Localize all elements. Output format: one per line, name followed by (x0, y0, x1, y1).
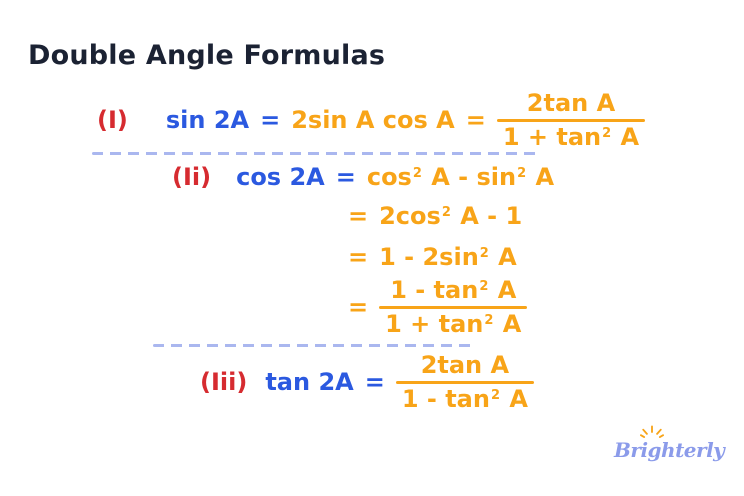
roman-label-ii: (Ii) (172, 163, 212, 191)
equals-sign: = (348, 243, 369, 271)
formula-row-sin2a: (I) sin 2A = 2sin A cos A = 2tan A 1 + t… (97, 89, 646, 151)
cos2a-tan-fraction: 1 - tan2 A 1 + tan2 A (379, 277, 528, 338)
denominator-base: 1 + tan (385, 310, 484, 339)
sin2a-tan-fraction: 2tan A 1 + tan2 A (496, 89, 646, 151)
page-title: Double Angle Formulas (28, 40, 386, 71)
fraction-denominator: 1 - tan2 A (396, 386, 534, 412)
numerator-tail: A (489, 276, 517, 304)
formula-row-cos2a: (Ii) cos 2A = cos2 A - sin2 A (172, 163, 555, 192)
fraction-bar (395, 381, 534, 385)
cos2a-identity-2: 2cos2 A - 1 (379, 202, 523, 231)
numerator-base: 1 - tan (390, 276, 479, 304)
equals-sign: = (348, 292, 369, 321)
cos2a-identity-3: 1 - 2sin2 A (379, 243, 517, 272)
expression-segment: cos (366, 163, 412, 191)
expression-segment: 1 - 2sin (379, 243, 479, 271)
expression-segment: A (489, 243, 517, 271)
equals-sign: = (348, 202, 369, 230)
sin2a-term: sin 2A (165, 105, 250, 134)
cos2a-term: cos 2A (236, 163, 325, 191)
expression-segment: A (527, 163, 555, 191)
superscript-2: 2 (484, 313, 494, 329)
fraction-denominator: 1 + tan2 A (379, 311, 527, 337)
denominator-tail: A (494, 310, 522, 339)
dashed-divider (92, 152, 537, 155)
expression-segment: 2cos (379, 202, 441, 230)
cos2a-identity-1: cos2 A - sin2 A (366, 163, 555, 192)
formula-row-cos2a-alt2: = 1 - 2sin2 A (348, 243, 517, 272)
sin2a-product-term: 2sin A cos A (291, 105, 455, 134)
superscript-2: 2 (479, 279, 489, 294)
denominator-base: 1 - tan (401, 385, 490, 414)
dashed-divider (153, 344, 472, 347)
tan2a-term: tan 2A (265, 367, 354, 396)
sun-rays-icon (640, 425, 664, 438)
brighterly-logo: Brighterly (614, 425, 725, 462)
fraction-numerator: 2tan A (420, 351, 510, 379)
fraction-denominator: 1 + tan2 A (497, 124, 645, 150)
expression-segment: A - 1 (451, 202, 523, 230)
equals-sign: = (260, 105, 281, 134)
superscript-2: 2 (490, 388, 500, 404)
denominator-tail: A (501, 385, 528, 414)
superscript-2: 2 (441, 205, 451, 220)
superscript-2: 2 (479, 246, 489, 261)
fraction-bar (496, 119, 646, 123)
superscript-2: 2 (602, 126, 612, 142)
roman-label-iii: (Iii) (200, 367, 248, 396)
equals-sign: = (364, 367, 385, 396)
equals-sign: = (335, 163, 356, 191)
tan2a-fraction: 2tan A 1 - tan2 A (395, 351, 534, 413)
equals-sign: = (465, 105, 486, 134)
roman-label-i: (I) (97, 105, 128, 134)
fraction-numerator: 2tan A (526, 89, 616, 117)
formula-row-tan2a: (Iii) tan 2A = 2tan A 1 - tan2 A (200, 352, 534, 413)
superscript-2: 2 (517, 166, 527, 181)
formula-row-cos2a-alt3: = 1 - tan2 A 1 + tan2 A (348, 277, 528, 338)
denominator-base: 1 + tan (502, 123, 602, 152)
brighterly-logo-text: Brighterly (614, 438, 725, 462)
denominator-tail: A (612, 123, 640, 152)
superscript-2: 2 (412, 166, 422, 181)
fraction-numerator: 1 - tan2 A (384, 277, 522, 303)
expression-segment: A - sin (422, 163, 517, 191)
fraction-bar (379, 306, 528, 310)
formula-row-cos2a-alt1: = 2cos2 A - 1 (348, 202, 523, 231)
